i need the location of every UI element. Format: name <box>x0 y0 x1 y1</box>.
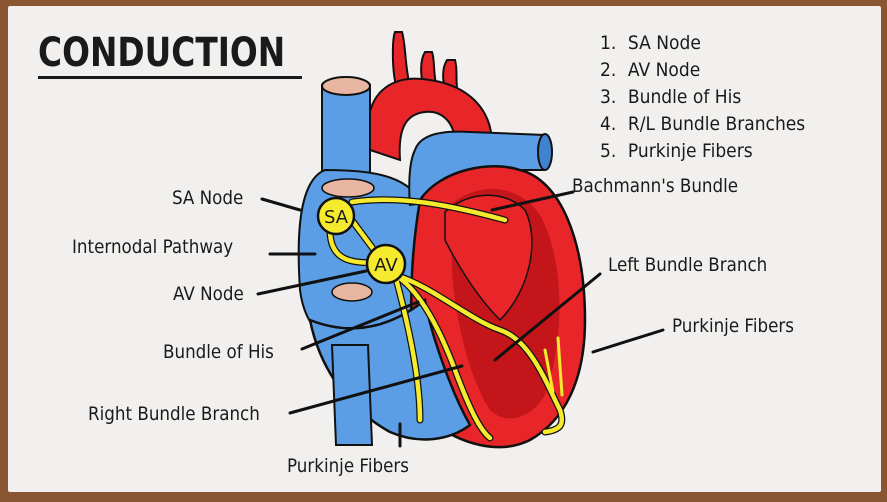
label-sa-node: SA Node <box>172 187 243 209</box>
leader-sa-node <box>262 199 300 210</box>
title-underline <box>38 76 302 79</box>
label-av-node: AV Node <box>173 283 244 305</box>
av-node-label: AV <box>374 255 398 276</box>
label-right-bundle-branch: Right Bundle Branch <box>88 403 260 425</box>
sa-node: SA <box>318 198 354 234</box>
list-item: 4.R/L Bundle Branches <box>600 111 805 138</box>
list-item: 5.Purkinje Fibers <box>600 138 805 165</box>
conduction-steps-list: 1.SA Node 2.AV Node 3.Bundle of His 4.R/… <box>600 30 828 165</box>
label-bachmanns-bundle: Bachmann's Bundle <box>572 175 738 197</box>
leader-purkinje-right <box>593 330 663 352</box>
list-item: 3.Bundle of His <box>600 84 805 111</box>
label-purkinje-fibers-bottom: Purkinje Fibers <box>287 455 409 477</box>
label-bundle-of-his: Bundle of His <box>163 341 274 363</box>
sa-node-label: SA <box>324 207 349 228</box>
list-item: 2.AV Node <box>600 57 805 84</box>
label-internodal-pathway: Internodal Pathway <box>72 236 233 258</box>
label-left-bundle-branch: Left Bundle Branch <box>608 254 767 276</box>
label-purkinje-fibers-right: Purkinje Fibers <box>672 315 794 337</box>
av-node: AV <box>367 245 405 283</box>
list-item: 1.SA Node <box>600 30 805 57</box>
page-title: CONDUCTION <box>38 30 285 76</box>
